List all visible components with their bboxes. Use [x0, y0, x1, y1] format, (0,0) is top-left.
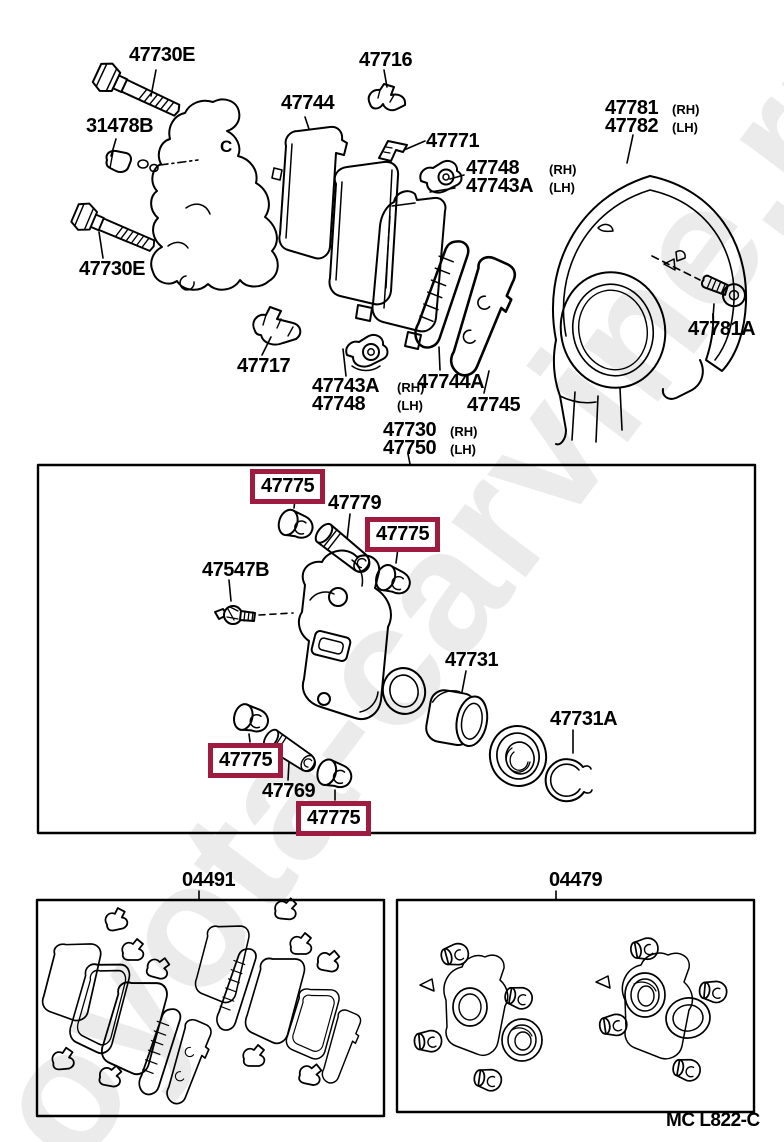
- pad-support-lower-drawing: [345, 334, 389, 372]
- cylinder-kit-box: [395, 898, 756, 1114]
- fitting-clip-47716-drawing: [367, 83, 407, 112]
- cylinder-kit-contents: [412, 935, 729, 1093]
- pin-bushing-lower-right-drawing: [316, 758, 353, 789]
- piston-47731-drawing: [425, 689, 489, 748]
- shield-bolt-47781a-drawing: [700, 274, 746, 308]
- set-ring-47731a-drawing: [544, 758, 593, 803]
- highlighted-part-47775-4[interactable]: 47775: [296, 801, 372, 836]
- pad-kit-contents: [39, 896, 365, 1109]
- clip-47717-drawing: [252, 306, 302, 346]
- pin-bushing-upper-left-drawing: [277, 508, 314, 539]
- caliper-detail-box: [36, 463, 757, 835]
- bleeder-plug-drawing: [214, 605, 256, 625]
- highlighted-part-number: 47775: [219, 749, 273, 771]
- highlighted-part-47775-1[interactable]: 47775: [250, 469, 326, 504]
- torque-plate-pin-drawing: [105, 149, 159, 173]
- brake-pad-outer-drawing: [371, 190, 447, 350]
- highlighted-part-number: 47775: [307, 807, 361, 829]
- pad-support-upper-drawing: [419, 160, 463, 194]
- pin-bushing-lower-left-drawing: [233, 703, 269, 733]
- highlighted-part-47775-3[interactable]: 47775: [208, 743, 284, 778]
- highlighted-part-47775-2[interactable]: 47775: [365, 517, 441, 552]
- pin-bushing-upper-right-drawing: [375, 563, 411, 595]
- leader-lines: [98, 69, 715, 900]
- caliper-bracket-drawing: [150, 98, 279, 291]
- pad-guide-47771-drawing: [378, 140, 408, 162]
- mounting-bolt-lower-drawing: [70, 202, 156, 252]
- slide-pin-47779-drawing: [314, 522, 371, 573]
- mounting-bolt-upper-drawing: [91, 62, 181, 117]
- pad-kit-box: [35, 898, 386, 1118]
- caliper-body-drawing: [297, 549, 392, 720]
- dust-shield-drawing: [552, 175, 748, 446]
- boot-ring-drawing: [381, 667, 427, 715]
- cylinder-boot-drawing: [488, 725, 548, 787]
- highlighted-part-number: 47775: [261, 475, 315, 497]
- bracket-c-mark: C: [220, 137, 232, 156]
- highlighted-part-number: 47775: [376, 523, 430, 545]
- pad-shim-47744-drawing: [271, 125, 348, 260]
- wear-plate-47745-drawing: [446, 252, 521, 384]
